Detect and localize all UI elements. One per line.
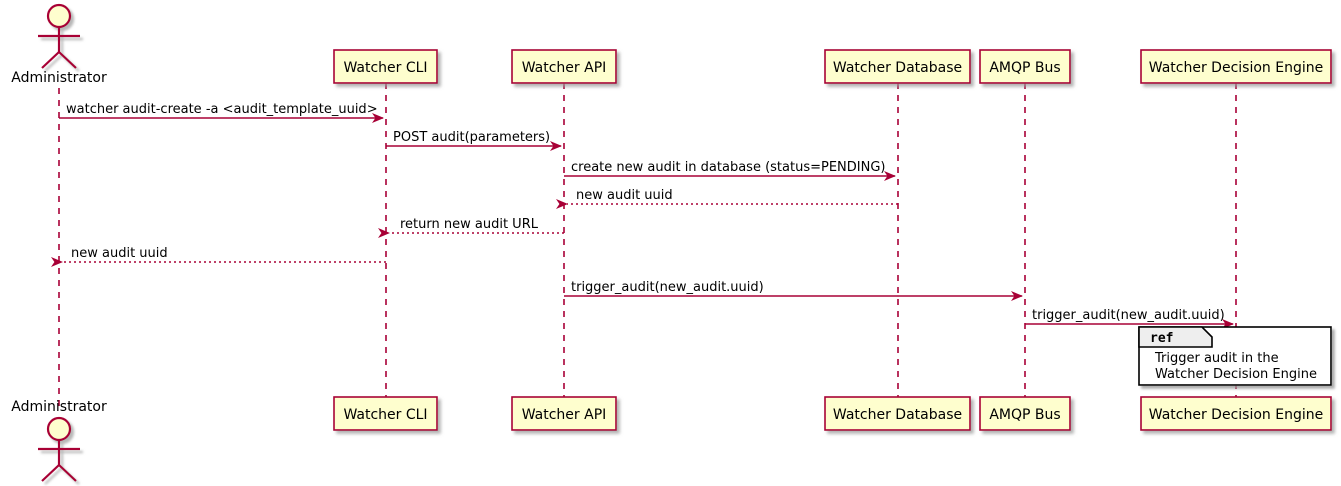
participant-label: Watcher CLI [343, 407, 427, 423]
actor-administrator-bottom[interactable]: Administrator [11, 399, 107, 482]
message-label: new audit uuid [576, 188, 673, 203]
participant-watcher-decision-engine-top[interactable]: Watcher Decision Engine [1140, 49, 1332, 84]
participant-watcher-decision-engine-bottom[interactable]: Watcher Decision Engine [1140, 396, 1332, 431]
ref-fragment-trigger-audit[interactable]: ref Trigger audit in the Watcher Decisio… [1138, 326, 1332, 386]
message-label: trigger_audit(new_audit.uuid) [1032, 308, 1225, 323]
actor-administrator-top[interactable]: Administrator [11, 3, 107, 86]
actor-label: Administrator [11, 399, 107, 415]
participant-label: Watcher Decision Engine [1149, 60, 1323, 76]
participant-label: Watcher CLI [343, 60, 427, 76]
message-post-audit[interactable]: POST audit(parameters) [386, 130, 562, 151]
actor-icon [38, 416, 80, 482]
lifelines-group [58, 83, 1237, 408]
message-label: trigger_audit(new_audit.uuid) [571, 280, 764, 295]
participant-box [824, 49, 971, 84]
ref-fragment-line-2: Watcher Decision Engine [1155, 367, 1317, 382]
message-return-new-audit-url[interactable]: return new audit URL [378, 217, 564, 238]
participant-label: AMQP Bus [989, 60, 1060, 76]
message-watcher-audit-create[interactable]: watcher audit-create -a <audit_template_… [59, 102, 384, 123]
message-label: POST audit(parameters) [393, 130, 550, 145]
participant-watcher-api-top[interactable]: Watcher API [511, 49, 617, 84]
message-new-audit-uuid-to-admin[interactable]: new audit uuid [51, 246, 386, 267]
message-new-audit-uuid-to-api[interactable]: new audit uuid [556, 188, 898, 209]
participant-watcher-database-top[interactable]: Watcher Database [824, 49, 971, 84]
actor-head-icon [46, 3, 72, 29]
message-label: return new audit URL [400, 217, 539, 232]
participant-label: Watcher Database [833, 407, 962, 423]
participant-box [979, 49, 1071, 84]
message-label: watcher audit-create -a <audit_template_… [66, 102, 378, 117]
participant-watcher-cli-top[interactable]: Watcher CLI [333, 49, 438, 84]
actor-leg-left-icon [41, 51, 60, 69]
message-label: create new audit in database (status=PEN… [571, 160, 886, 175]
participant-amqp-bus-bottom[interactable]: AMQP Bus [979, 396, 1071, 431]
participant-box [333, 396, 438, 431]
actor-icon [38, 3, 80, 69]
participant-label: Watcher API [522, 407, 607, 423]
participant-watcher-cli-bottom[interactable]: Watcher CLI [333, 396, 438, 431]
participant-watcher-database-bottom[interactable]: Watcher Database [824, 396, 971, 431]
participant-box [511, 396, 617, 431]
participant-watcher-api-bottom[interactable]: Watcher API [511, 396, 617, 431]
actor-leg-left-icon [41, 464, 60, 482]
participant-box [1140, 49, 1332, 84]
message-trigger-audit-to-decision-engine[interactable]: trigger_audit(new_audit.uuid) [1025, 308, 1234, 329]
message-trigger-audit-to-bus[interactable]: trigger_audit(new_audit.uuid) [564, 280, 1023, 301]
participant-box [511, 49, 617, 84]
participant-box [824, 396, 971, 431]
participant-label: Watcher API [522, 60, 607, 76]
message-create-new-audit[interactable]: create new audit in database (status=PEN… [564, 160, 896, 181]
message-label: new audit uuid [71, 246, 168, 261]
ref-fragment-tab-label: ref [1150, 331, 1173, 346]
participant-amqp-bus-top[interactable]: AMQP Bus [979, 49, 1071, 84]
actor-label: Administrator [11, 70, 107, 86]
actor-head-icon [46, 416, 72, 442]
participants-bottom-group: Watcher CLI Watcher API Watcher Database… [333, 396, 1332, 431]
participants-top-group: Watcher CLI Watcher API Watcher Database… [333, 49, 1332, 84]
ref-fragment-line-1: Trigger audit in the [1154, 351, 1279, 366]
participant-box [333, 49, 438, 84]
participant-box [979, 396, 1071, 431]
participant-label: AMQP Bus [989, 407, 1060, 423]
participant-box [1140, 396, 1332, 431]
actor-leg-right-icon [58, 464, 77, 482]
ref-fragment-tab [1138, 326, 1213, 348]
participant-label: Watcher Database [833, 60, 962, 76]
messages-group: watcher audit-create -a <audit_template_… [51, 102, 1234, 329]
actor-leg-right-icon [58, 51, 77, 69]
participant-label: Watcher Decision Engine [1149, 407, 1323, 423]
